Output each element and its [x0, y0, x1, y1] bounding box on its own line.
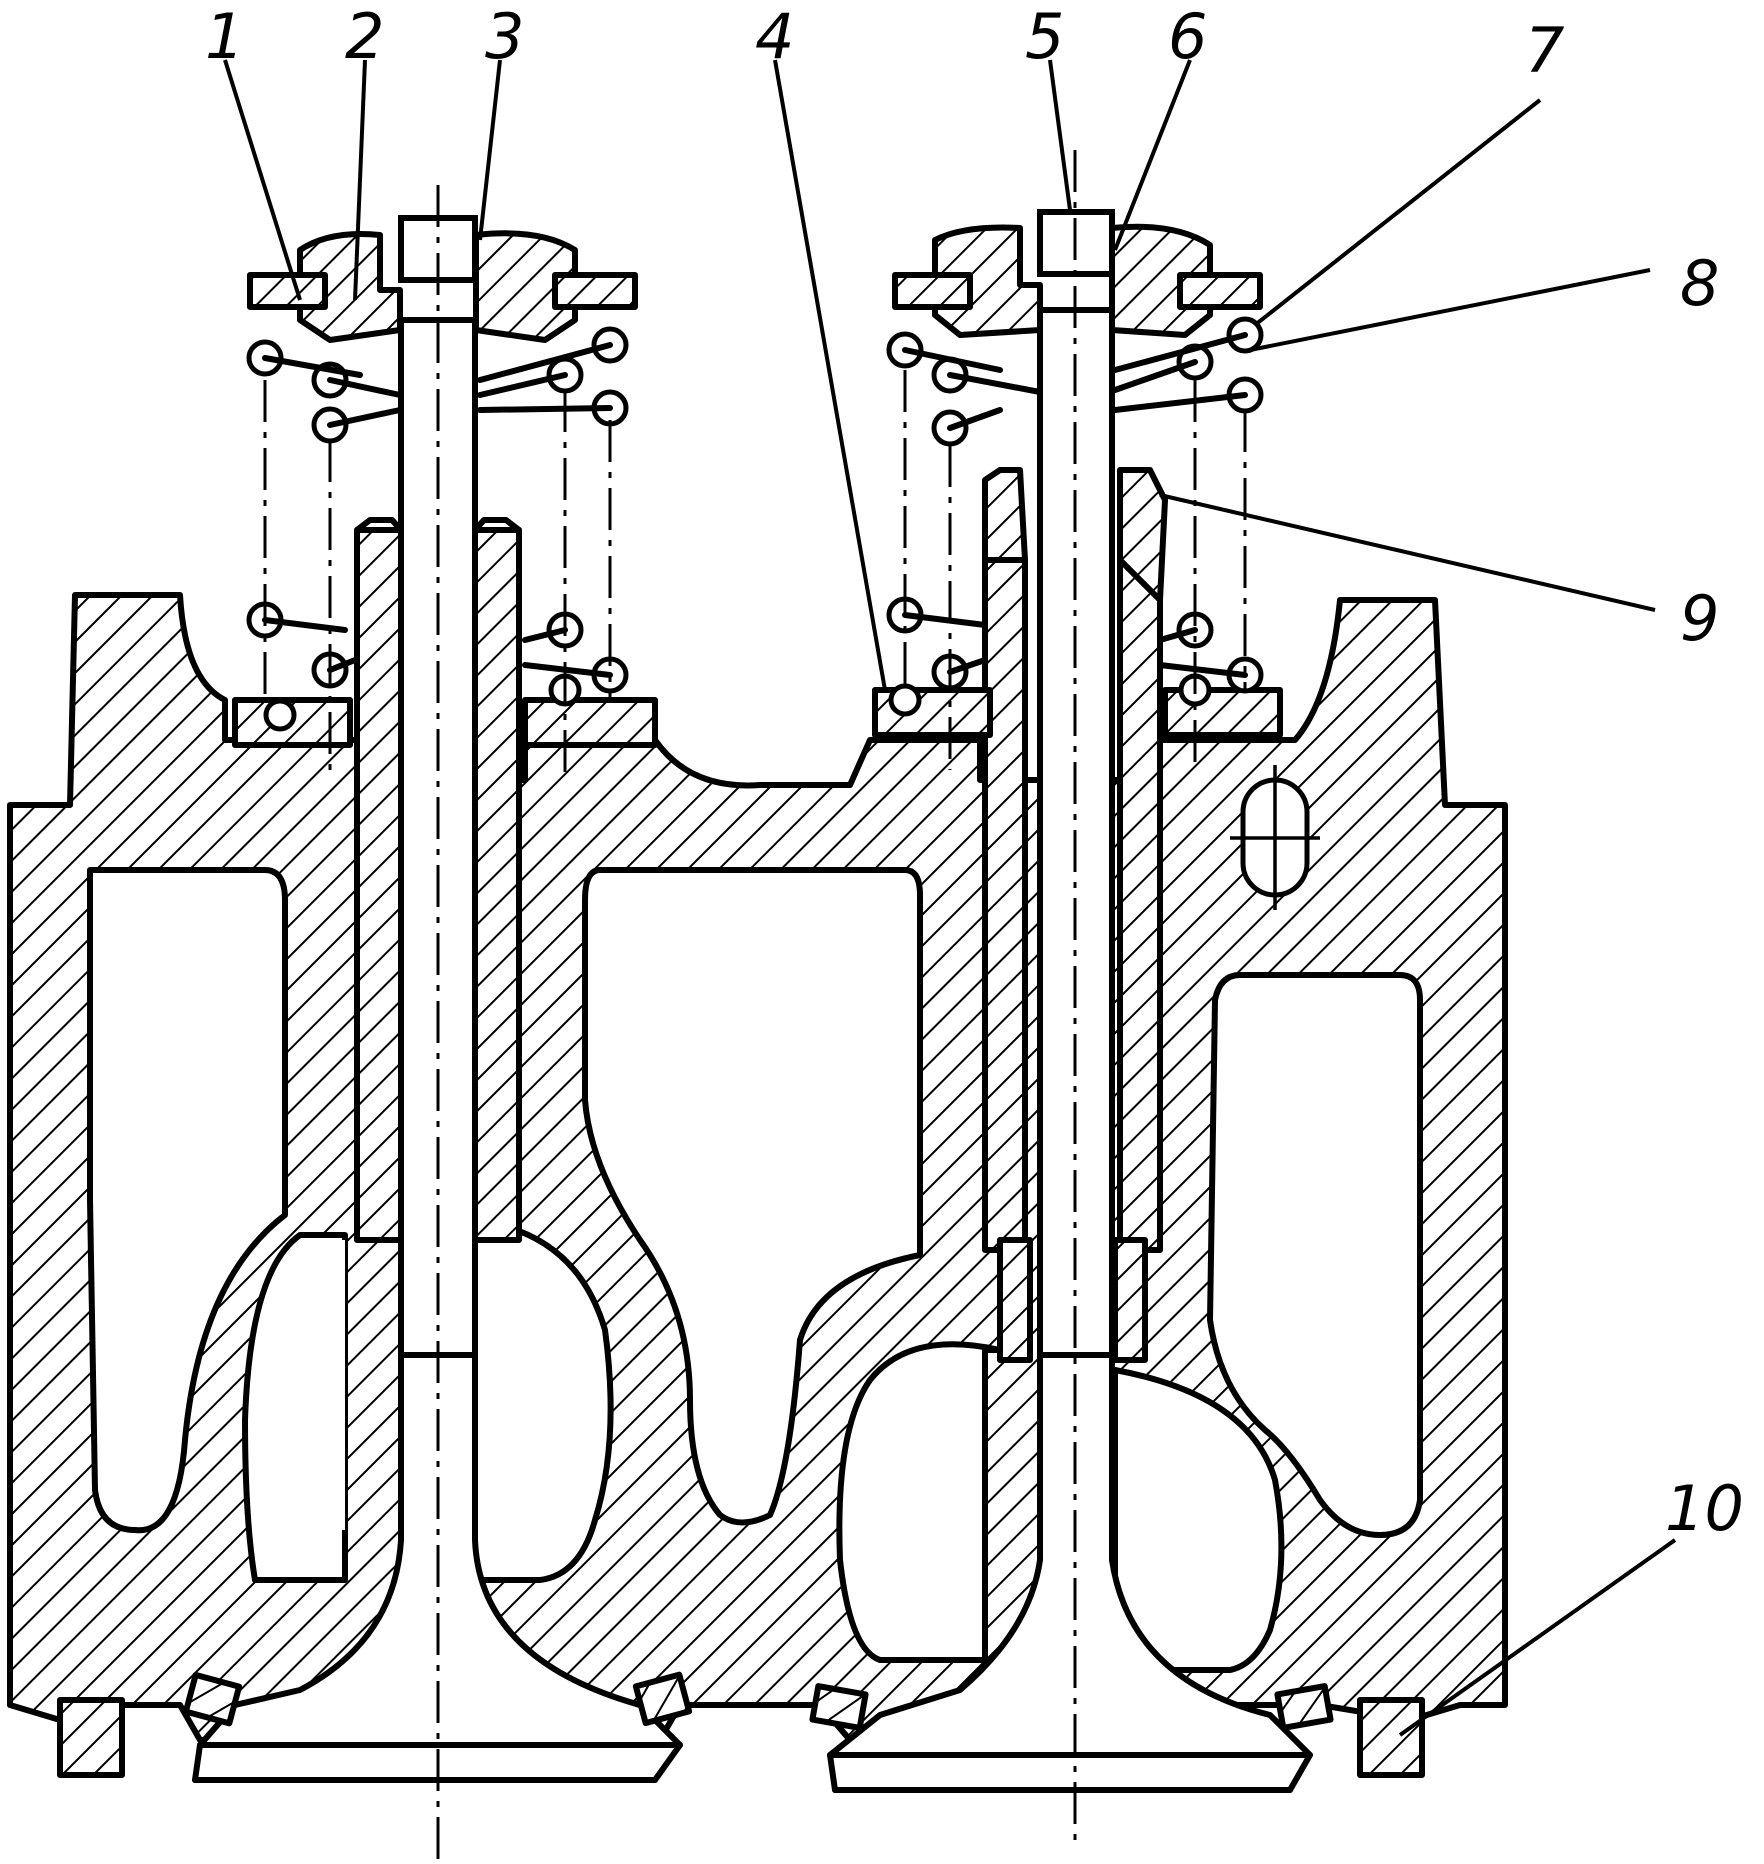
leader-lines: [223, 59, 1677, 1737]
right-upper-spring-seat: [892, 272, 973, 310]
callout-3: 3: [485, 0, 524, 73]
coolant-cavities: [87, 867, 1423, 1538]
callout-7: 7: [1525, 14, 1564, 87]
callout-6: 6: [1168, 0, 1207, 73]
left-upper-spring-seat: [247, 272, 328, 310]
oil-port: [1230, 765, 1320, 910]
callout-9: 9: [1680, 582, 1719, 655]
callout-10: 10: [1665, 1472, 1744, 1545]
left-valve-guide: [354, 527, 404, 1243]
left-valve-head: [197, 1352, 683, 1748]
callout-4: 4: [755, 0, 794, 73]
right-valve-assembly: [809, 150, 1334, 1850]
callout-5: 5: [1025, 0, 1064, 73]
callout-1: 1: [205, 0, 244, 73]
callout-8: 8: [1680, 247, 1719, 320]
right-valve-guide: [982, 557, 1028, 1253]
left-spring-retainer: [297, 231, 403, 343]
left-seat-insert: [182, 1671, 243, 1727]
right-seat-insert: [809, 1683, 869, 1731]
callout-labels: 1 2 3 4 5 6 7 8 9 10: [205, 0, 1744, 1545]
left-dowel: [57, 1697, 125, 1778]
left-valve-assembly: [182, 185, 693, 1860]
callout-2: 2: [345, 0, 384, 73]
right-stem-seal: [982, 467, 1028, 563]
locating-pins: [57, 1697, 1425, 1778]
right-valve-head: [827, 1352, 1313, 1758]
right-dowel: [1357, 1697, 1425, 1778]
